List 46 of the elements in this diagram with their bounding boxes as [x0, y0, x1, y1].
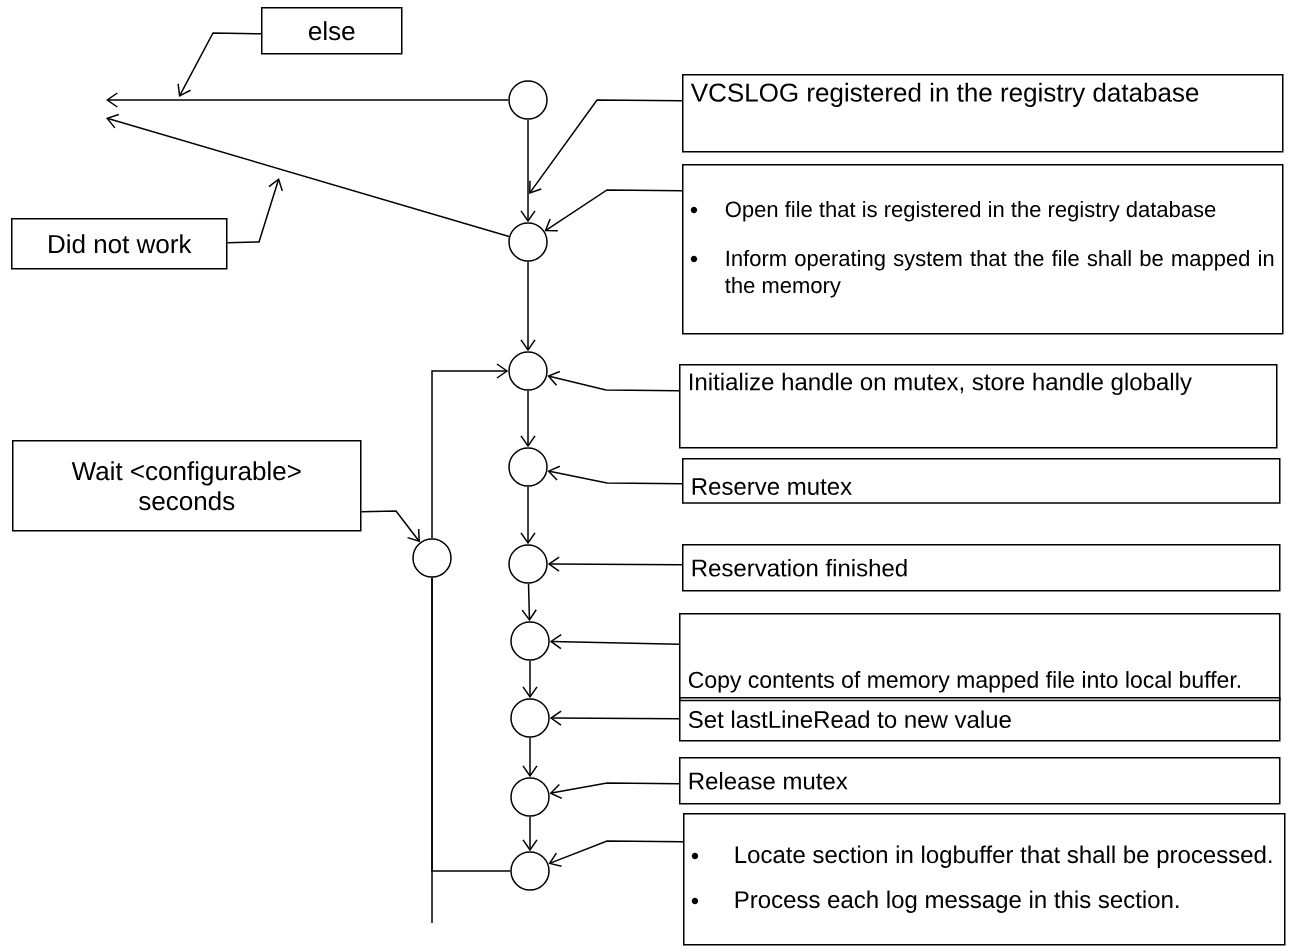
arrow	[520, 390, 536, 448]
text-box: Release mutex	[679, 757, 1281, 805]
arrow	[547, 556, 683, 572]
state-circle	[508, 222, 548, 262]
arrow	[522, 816, 538, 852]
text-box: Reserve mutex	[682, 458, 1281, 504]
arrow	[520, 486, 536, 545]
arrow	[520, 261, 536, 352]
arrow	[520, 119, 536, 223]
arrow	[522, 737, 538, 778]
state-circle	[508, 80, 548, 120]
text-box: Initialize handle on mutex, store handle globally	[679, 364, 1278, 449]
arrow	[549, 710, 680, 726]
text-box: else	[261, 7, 403, 55]
state-circle	[510, 621, 550, 661]
arrow	[547, 370, 680, 392]
leader-line	[226, 178, 284, 244]
arrow	[106, 92, 509, 108]
arrow	[544, 189, 683, 232]
text-box: Locate section in logbuffer that shall be processed. Process each log message in this section.	[683, 813, 1286, 946]
state-circle	[510, 777, 550, 817]
text-box: Reservation finished	[682, 544, 1281, 592]
text-box: Copy contents of memory mapped file into local buffer.	[679, 613, 1281, 702]
state-circle	[510, 851, 550, 891]
arrow	[521, 583, 537, 622]
text-box: Open file that is registered in the registry database Inform operating system that the file shall be mapped in the memory	[682, 164, 1284, 335]
leader-line	[529, 99, 683, 194]
arrow	[547, 465, 683, 485]
text-box: Wait <configurable> seconds	[12, 440, 362, 532]
text-box: Set lastLineRead to new value	[679, 697, 1281, 742]
arrow	[522, 660, 538, 699]
leader-line	[177, 32, 262, 97]
state-circle	[508, 351, 548, 391]
arrow	[549, 782, 680, 800]
state-circle	[510, 698, 550, 738]
state-circle	[508, 544, 548, 584]
text-box: Did not work	[11, 218, 228, 270]
text-box: VCSLOG registered in the registry database	[682, 74, 1284, 153]
arrow	[360, 510, 420, 543]
state-circle	[412, 538, 452, 578]
state-circle	[508, 447, 548, 487]
arrow	[548, 840, 684, 867]
arrow	[431, 363, 509, 539]
arrow	[549, 633, 680, 650]
arrow	[106, 113, 510, 238]
connector-line	[431, 577, 433, 924]
